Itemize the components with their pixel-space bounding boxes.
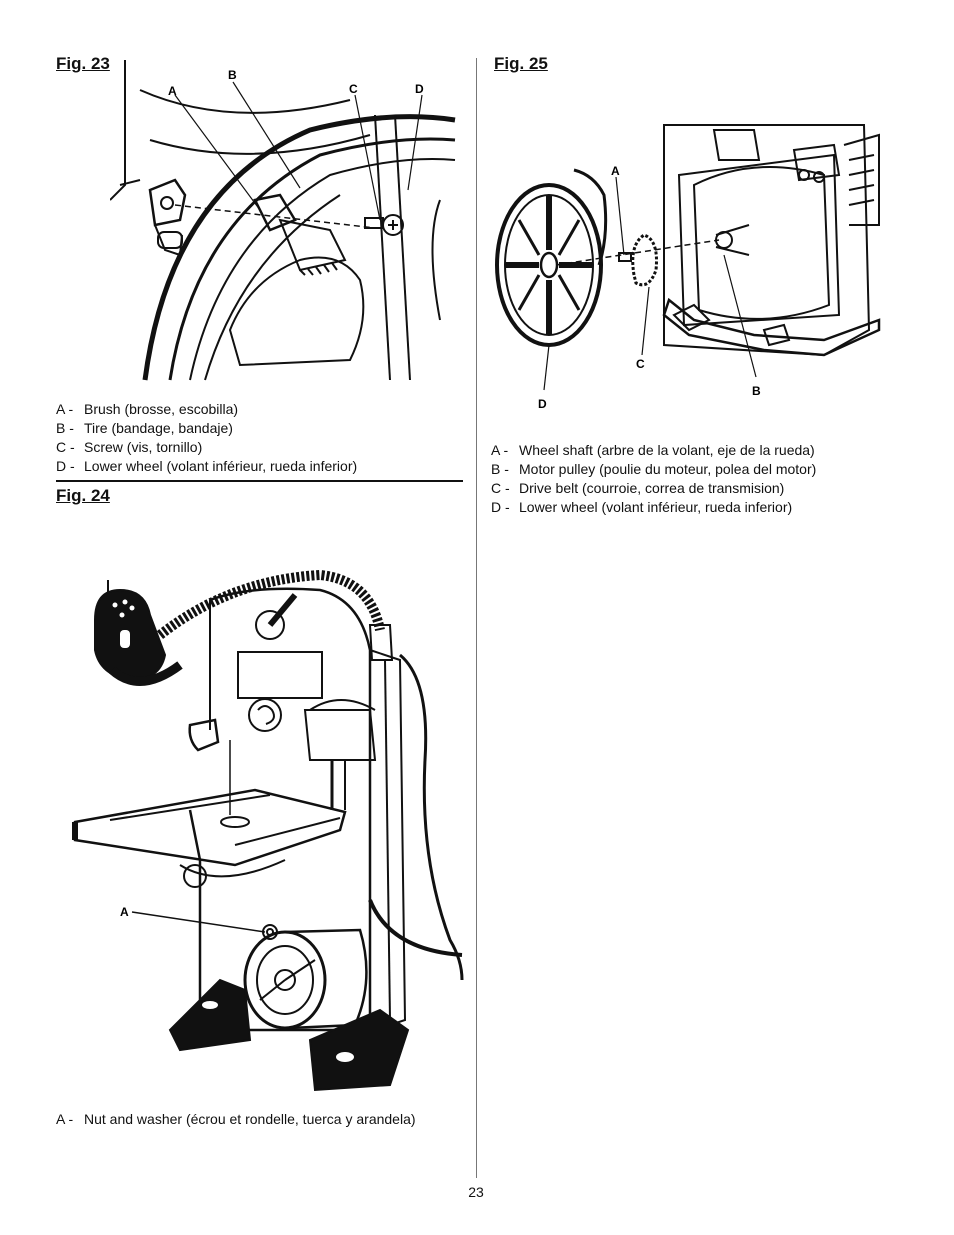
- fig25-callout-b: B: [752, 384, 761, 398]
- fig25-callout-d: D: [538, 397, 547, 411]
- column-divider: [476, 58, 477, 1178]
- fig23-illustration: A B C D: [110, 60, 456, 381]
- fig23-legend-item: D -Lower wheel (volant inférieur, rueda …: [56, 458, 358, 474]
- fig23-callout-b: B: [228, 68, 237, 82]
- fig25-legend: A -Wheel shaft (arbre de la volant, eje …: [491, 441, 816, 517]
- fig25-title: Fig. 25: [494, 54, 548, 73]
- section-divider: [56, 480, 463, 482]
- fig24-callout-a: A: [120, 905, 129, 919]
- fig25-callout-c: C: [636, 357, 645, 371]
- fig25-callout-a: A: [611, 164, 620, 178]
- fig23-title: Fig. 23: [56, 54, 110, 73]
- fig24-illustration: A: [72, 569, 464, 1092]
- fig23-legend-item: B -Tire (bandage, bandaje): [56, 420, 233, 436]
- fig23-callout-c: C: [349, 82, 358, 96]
- fig23-legend: A -Brush (brosse, escobilla) B -Tire (ba…: [56, 400, 357, 476]
- fig23-callout-a: A: [168, 84, 177, 98]
- fig25-legend-item: D -Lower wheel (volant inférieur, rueda …: [491, 499, 793, 515]
- fig23-legend-item: A -Brush (brosse, escobilla): [56, 401, 239, 417]
- fig25-illustration: A C B D: [495, 124, 881, 411]
- fig25-legend-item: B -Motor pulley (poulie du moteur, polea…: [491, 461, 817, 477]
- fig24-legend-item: A -Nut and washer (écrou et rondelle, tu…: [56, 1111, 416, 1127]
- fig24-legend: A -Nut and washer (écrou et rondelle, tu…: [56, 1110, 416, 1129]
- fig25-legend-item: A -Wheel shaft (arbre de la volant, eje …: [491, 442, 815, 458]
- page-number: 23: [468, 1184, 484, 1200]
- fig23-legend-item: C -Screw (vis, tornillo): [56, 439, 203, 455]
- fig25-legend-item: C -Drive belt (courroie, correa de trans…: [491, 480, 785, 496]
- fig24-title: Fig. 24: [56, 486, 110, 505]
- fig23-callout-d: D: [415, 82, 424, 96]
